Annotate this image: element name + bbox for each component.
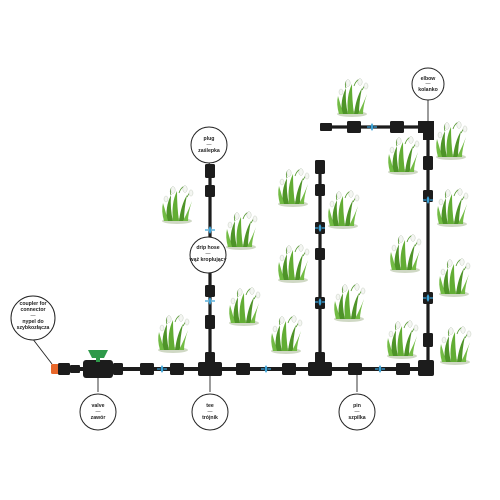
label-valve-sep: —: [96, 409, 101, 415]
plant: [270, 315, 303, 355]
label-valve-pl: zawór: [91, 415, 106, 421]
connector-fitting: [347, 121, 361, 133]
coupler-fitting: [58, 363, 70, 375]
plant: [225, 211, 258, 251]
connector-fitting: [205, 285, 215, 297]
valve-handle: [88, 350, 108, 358]
connector-fitting: [423, 156, 433, 170]
label-pin-sep: —: [355, 409, 360, 415]
label-valve: valve — zawór: [79, 393, 117, 431]
label-elbow-sep: —: [426, 81, 431, 87]
plant: [386, 320, 419, 360]
plug-fitting: [320, 123, 332, 131]
label-coupler-en2: connector: [20, 307, 45, 313]
connector-fitting: [205, 185, 215, 197]
tee-fitting: [205, 352, 215, 364]
coupler-fitting: [51, 364, 59, 374]
plant: [387, 136, 420, 176]
plant: [439, 326, 472, 366]
label-coupler-pl1: nypel do: [22, 319, 43, 325]
connector-fitting: [282, 363, 296, 375]
label-pin-en: pin: [353, 403, 361, 409]
label-tee-en: tee: [206, 403, 214, 409]
valve-fitting: [113, 363, 123, 375]
connector-fitting: [170, 363, 184, 375]
plant: [333, 283, 366, 323]
label-drip-hose-sep: —: [206, 251, 211, 257]
label-pin-pl: szpilka: [348, 415, 365, 421]
label-pin: pin — szpilka: [338, 393, 376, 431]
elbow-fitting: [418, 360, 434, 376]
label-coupler-sep: —: [31, 313, 36, 319]
plug-fitting: [205, 164, 215, 178]
connector-fitting: [348, 363, 362, 375]
label-coupler: coupler for connector — nypel do szybkoz…: [10, 295, 56, 341]
label-coupler-en1: coupler for: [19, 301, 46, 307]
connector-fitting: [390, 121, 404, 133]
coupler-fitting: [70, 365, 80, 373]
connector-fitting: [315, 184, 325, 196]
connector-fitting: [205, 315, 215, 329]
plant: [436, 188, 469, 228]
connector-fitting: [315, 248, 325, 260]
water-drop-icon: [156, 364, 168, 374]
tee-fitting: [308, 362, 332, 376]
water-drop-icon: [374, 364, 386, 374]
valve-handle: [96, 357, 100, 362]
connector-fitting: [140, 363, 154, 375]
label-tee-sep: —: [208, 409, 213, 415]
label-elbow-pl: kolanko: [418, 87, 438, 93]
label-drip-hose-en: drip hose: [196, 245, 219, 251]
plant: [327, 190, 360, 230]
plant: [438, 258, 471, 298]
plant: [157, 314, 190, 354]
connector-fitting: [396, 363, 410, 375]
label-plug-pl: zaślepka: [198, 148, 220, 154]
label-plug-sep: —: [207, 142, 212, 148]
water-drop-icon: [366, 122, 378, 132]
callout-lines: [31, 100, 429, 392]
label-drip-hose-pl: wąż kroplujący: [189, 257, 227, 263]
label-valve-en: valve: [92, 403, 105, 409]
water-drop-icon: [204, 296, 216, 306]
label-drip-hose: drip hose — wąż kroplujący: [189, 236, 227, 274]
plug-fitting: [315, 160, 325, 174]
label-tee: tee — trójnik: [191, 393, 229, 431]
water-drop-icon: [204, 225, 216, 235]
label-plug: plug — zaślepka: [190, 126, 228, 164]
label-elbow: elbow — kolanko: [411, 67, 445, 101]
plant: [277, 168, 310, 208]
label-plug-en: plug: [204, 136, 215, 142]
valve-body: [83, 360, 113, 378]
plant: [228, 287, 261, 327]
tee-fitting: [198, 362, 222, 376]
connector-fitting: [423, 333, 433, 347]
connector-fitting: [236, 363, 250, 375]
plant: [161, 185, 194, 225]
plant: [277, 244, 310, 284]
elbow-fitting: [418, 121, 434, 140]
plant: [435, 121, 468, 161]
label-tee-pl: trójnik: [202, 415, 218, 421]
plant: [336, 78, 369, 118]
plant: [389, 234, 422, 274]
tee-fitting: [315, 352, 325, 364]
label-coupler-pl2: szybkozłącza: [17, 325, 50, 331]
water-drop-icon: [260, 364, 272, 374]
label-elbow-en: elbow: [421, 76, 437, 82]
